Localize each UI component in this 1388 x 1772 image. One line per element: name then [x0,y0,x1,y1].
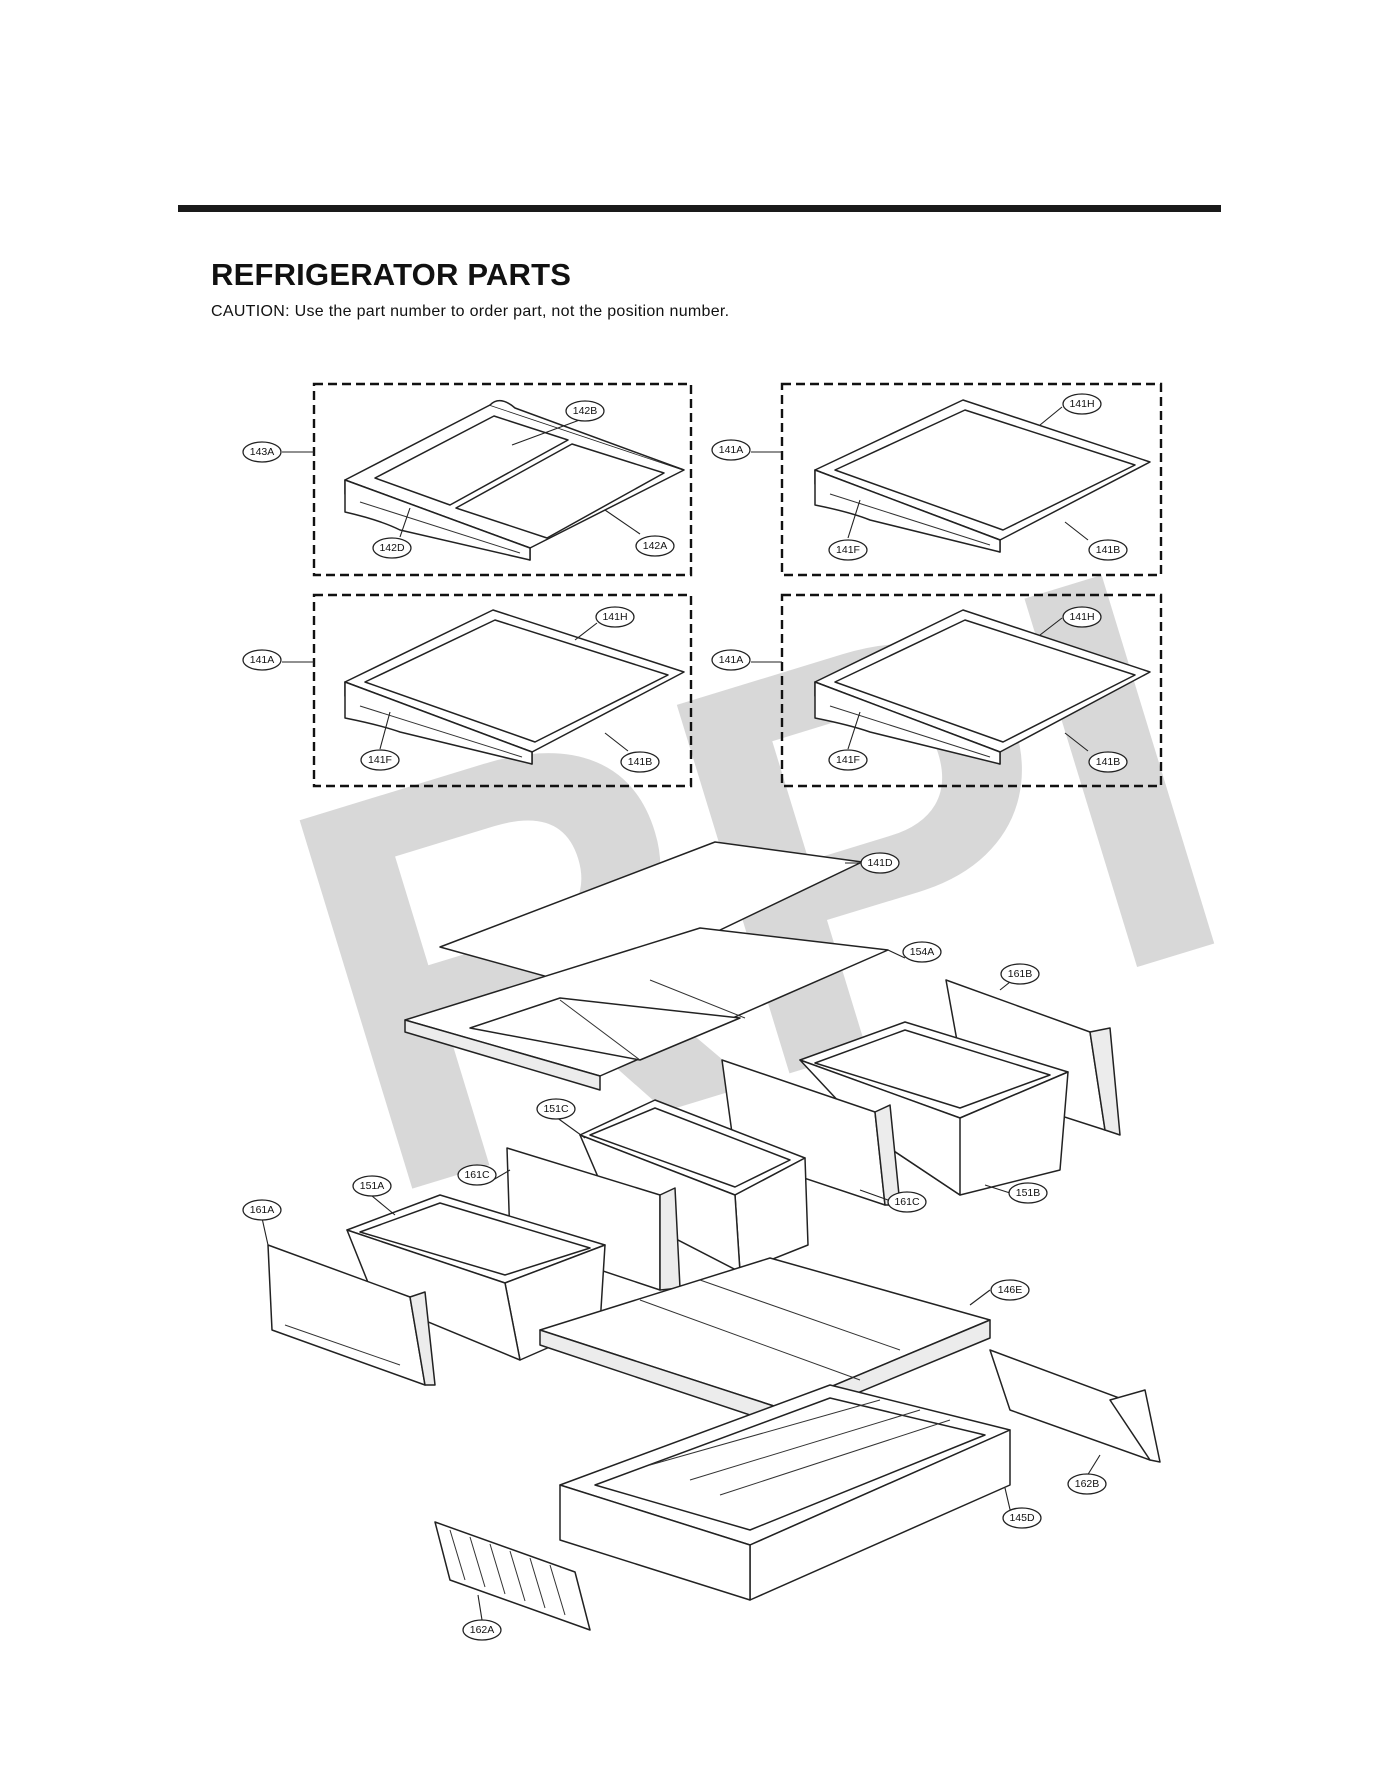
glass-panel [364,619,669,743]
callout-145D: 145D [1002,1507,1042,1529]
shelf-assembly-mid-right [780,593,1163,788]
caution-note: CAUTION: Use the part number to order pa… [211,303,730,320]
svg-text:141H: 141H [602,611,627,623]
svg-text:141F: 141F [836,754,860,766]
callout-162B: 162B [1067,1473,1107,1495]
svg-text:141D: 141D [867,857,893,869]
svg-text:143A: 143A [250,446,275,458]
callout-141A-mid-left: 141A [242,649,282,671]
svg-text:141A: 141A [719,444,744,456]
svg-text:141F: 141F [368,754,392,766]
crisper-cover-frame [404,927,889,1091]
svg-text:141F: 141F [836,544,860,556]
callout-142A: 142A [635,535,675,557]
svg-text:142B: 142B [573,405,598,417]
header-rule [178,205,1221,212]
callout-141H-mid-left: 141H [595,606,635,628]
svg-text:162A: 162A [470,1624,495,1636]
callout-162A: 162A [462,1619,502,1641]
shelf-group-box [312,593,693,788]
shelf-side-bracket [344,681,533,765]
svg-text:161A: 161A [250,1204,275,1216]
callout-151C: 151C [536,1098,576,1120]
callout-146E: 146E [990,1279,1030,1301]
callout-151B: 151B [1008,1182,1048,1204]
callout-141D: 141D [860,852,900,874]
drawer-base-cover [539,1257,991,1426]
callout-142D: 142D [372,537,412,559]
shelf-back-trim [489,399,685,471]
svg-text:146E: 146E [998,1284,1023,1296]
svg-text:161C: 161C [894,1196,920,1208]
pantry-drawer-bottom [559,1384,1011,1601]
svg-text:151C: 151C [543,1103,569,1115]
callout-142B: 142B [565,400,605,422]
shelf-group-box [780,382,1163,577]
svg-text:141A: 141A [719,654,744,666]
callout-151A: 151A [352,1175,392,1197]
shelf-assembly-mid-left [312,593,693,788]
callout-161A: 161A [242,1199,282,1221]
glass-panel-left [374,415,569,506]
svg-text:154A: 154A [910,946,935,958]
callout-141B-mid-left: 141B [620,751,660,773]
callout-141H-top-right: 141H [1062,393,1102,415]
callout-161C-right: 161C [887,1191,927,1213]
shelf-group-box [312,382,693,577]
svg-text:141B: 141B [1096,544,1121,556]
glass-panel [834,619,1136,743]
page-title: REFRIGERATOR PARTS [211,257,572,292]
callout-141B-mid-right: 141B [1088,751,1128,773]
drawer-side-panel-left [267,1244,436,1386]
svg-text:151A: 151A [360,1180,385,1192]
shelf-side-bracket [344,479,531,561]
callout-141F-mid-left: 141F [360,749,400,771]
callout-141F-top-right: 141F [828,539,868,561]
shelf-group-box [780,593,1163,788]
svg-text:142A: 142A [643,540,668,552]
svg-text:141B: 141B [628,756,653,768]
leader-lines [261,406,1101,1621]
svg-text:141H: 141H [1069,611,1094,623]
shelf-side-bracket [814,681,1001,765]
callout-141H-mid-right: 141H [1062,606,1102,628]
svg-text:141B: 141B [1096,756,1121,768]
svg-text:161B: 161B [1008,968,1033,980]
shelf-assembly-split [312,382,693,577]
glass-panel-right [455,443,665,539]
svg-text:141A: 141A [250,654,275,666]
callout-161B: 161B [1000,963,1040,985]
svg-text:151B: 151B [1016,1187,1041,1199]
drawer-divider-panel-left-center [506,1147,681,1291]
svg-text:142D: 142D [379,542,405,554]
drawer-rail-right [989,1349,1161,1463]
callout-143A: 143A [242,441,282,463]
callout-161C-left: 161C [457,1164,497,1186]
drawer-rail-left [434,1521,591,1631]
svg-text:145D: 145D [1009,1512,1035,1524]
svg-text:161C: 161C [464,1169,490,1181]
callout-141B-top-right: 141B [1088,539,1128,561]
shelf-side-bracket [814,469,1001,553]
svg-text:141H: 141H [1069,398,1094,410]
callout-154A: 154A [902,941,942,963]
drawer-divider-panel-center [721,1059,901,1206]
callout-141F-mid-right: 141F [828,749,868,771]
callout-141A-mid-right: 141A [711,649,751,671]
callout-141A-top-right: 141A [711,439,751,461]
svg-text:162B: 162B [1075,1478,1100,1490]
glass-panel [834,409,1136,531]
shelf-assembly-top-right [780,382,1163,577]
